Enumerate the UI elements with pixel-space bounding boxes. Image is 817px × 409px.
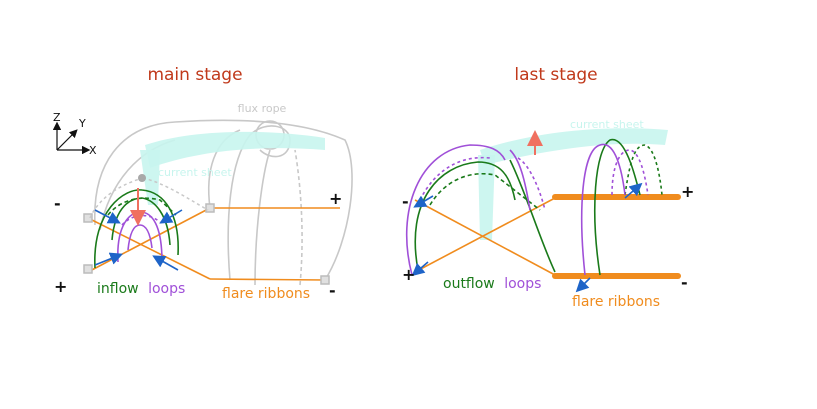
inflow-arrows bbox=[94, 209, 183, 271]
sign-lower-left: + bbox=[54, 277, 67, 296]
outflow-loops-label: outflow loops bbox=[443, 276, 541, 292]
footpoint-markers-left bbox=[83, 203, 330, 285]
flare-ribbon-lines-right bbox=[414, 197, 556, 276]
loops-word-left: loops bbox=[148, 281, 185, 297]
outflow-green-loops bbox=[414, 139, 663, 276]
flare-ribbons-label-left: flare ribbons bbox=[222, 286, 310, 302]
outflow-arrows bbox=[411, 182, 643, 293]
main-stage-panel: main stage flux rope current sheet bbox=[52, 65, 353, 302]
sign-upper-left: - bbox=[54, 194, 61, 213]
sign-lower-right: - bbox=[329, 281, 336, 300]
flare-ribbons-label-right: flare ribbons bbox=[572, 294, 660, 310]
flux-rope-label: flux rope bbox=[238, 102, 287, 115]
current-sheet-right bbox=[478, 128, 668, 240]
last-stage-panel: last stage current sheet bbox=[402, 65, 694, 310]
outflow-purple-loops bbox=[405, 143, 649, 276]
sign-upper-left-right: - bbox=[402, 192, 409, 211]
flare-ribbons-right bbox=[552, 194, 681, 279]
loops-word-right: loops bbox=[504, 276, 541, 292]
sign-upper-right-right: + bbox=[681, 182, 694, 201]
outflow-word: outflow bbox=[443, 276, 495, 292]
current-sheet-left bbox=[140, 131, 325, 205]
axes-icon bbox=[52, 121, 91, 155]
last-stage-title: last stage bbox=[514, 65, 597, 85]
axis-z-label: Z bbox=[53, 111, 61, 124]
main-stage-title: main stage bbox=[147, 65, 242, 85]
xpoint-star bbox=[138, 174, 146, 182]
inflow-dashed-lines bbox=[89, 177, 209, 219]
current-sheet-label-right: current sheet bbox=[570, 118, 644, 131]
inflow-word: inflow bbox=[97, 281, 139, 297]
flare-ribbon-lines-left bbox=[87, 207, 340, 281]
sign-upper-right: + bbox=[329, 189, 342, 208]
sign-lower-left-right: + bbox=[402, 265, 415, 284]
inflow-loops-label: inflow loops bbox=[97, 281, 185, 297]
current-sheet-label-left: current sheet bbox=[158, 166, 232, 179]
axis-y-label: Y bbox=[78, 117, 86, 130]
axis-x-label: X bbox=[89, 144, 97, 157]
sign-lower-right-right: - bbox=[681, 273, 688, 292]
